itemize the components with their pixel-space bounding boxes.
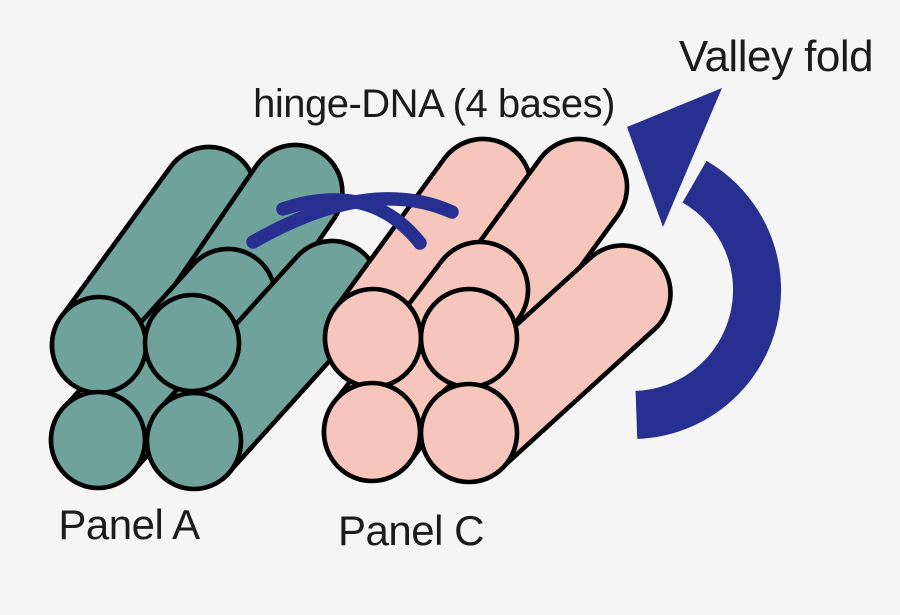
cylinder-front-face bbox=[48, 389, 148, 491]
cylinder-front-face bbox=[144, 390, 244, 492]
panel-c-label: Panel C bbox=[338, 507, 484, 554]
panel-a-bundle bbox=[48, 142, 382, 492]
cylinder-front-face bbox=[322, 286, 424, 390]
valley-fold-label: Valley fold bbox=[678, 32, 874, 81]
hinge-dna-strands bbox=[246, 192, 459, 250]
arrow-arc bbox=[634, 160, 782, 439]
valley-fold-arrow bbox=[627, 88, 782, 439]
arrow-head bbox=[627, 88, 722, 227]
cylinder-front-face bbox=[142, 292, 242, 394]
hinge-dna-label: hinge-DNA (4 bases) bbox=[253, 82, 615, 126]
cylinder-front-face bbox=[321, 380, 423, 484]
cylinder-front-face bbox=[418, 381, 520, 485]
panel-a-label: Panel A bbox=[58, 501, 200, 548]
cylinder-front-face bbox=[418, 286, 520, 390]
cylinder-front-face bbox=[49, 294, 149, 396]
hinge-strand bbox=[276, 193, 427, 250]
panel-c-bundle bbox=[321, 136, 673, 485]
